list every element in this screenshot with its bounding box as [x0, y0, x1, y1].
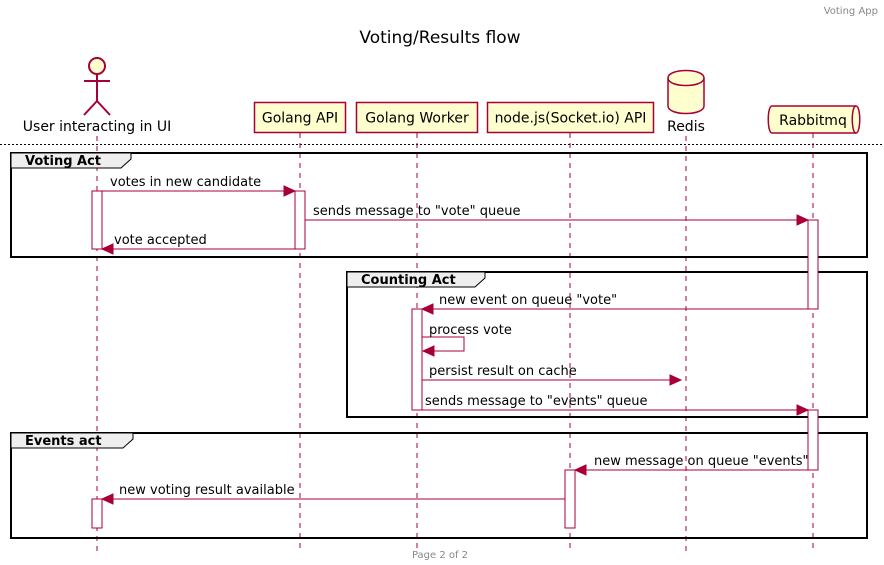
group-border	[10, 432, 868, 539]
actor-body	[83, 74, 111, 116]
group-title: Events act	[25, 434, 102, 449]
arrowhead	[100, 493, 114, 505]
message-label: new event on queue "vote"	[439, 293, 617, 308]
participant-box	[486, 101, 655, 134]
participant-label: node.js(Socket.io) API	[495, 111, 647, 127]
message-label: process vote	[429, 323, 512, 338]
arrowhead	[283, 185, 297, 197]
arrowhead	[796, 214, 810, 226]
message-label: vote accepted	[114, 233, 207, 248]
page-footer: Page 2 of 2	[412, 550, 468, 561]
message-arrow: process vote	[421, 323, 512, 357]
message-line	[422, 336, 465, 352]
participant-worker: Golang Worker	[355, 101, 479, 134]
message-arrow: sends message to "vote" queue	[305, 204, 810, 226]
participant-user: User interacting in UI	[23, 57, 171, 135]
message-label: votes in new candidate	[110, 175, 261, 190]
arrowhead	[669, 374, 683, 386]
group-border	[10, 152, 868, 258]
database-rim	[667, 77, 705, 87]
activation-bar	[564, 469, 576, 529]
message-label: new message on queue "events"	[594, 454, 809, 469]
message-arrow: new message on queue "events"	[573, 454, 809, 476]
participant-label: Redis	[667, 119, 705, 135]
group-frame: Counting Act	[346, 271, 868, 418]
participant-label: Golang Worker	[365, 111, 469, 127]
message-arrow: vote accepted	[100, 233, 295, 255]
participant-api: Golang API	[253, 101, 347, 134]
participant-redis: Redis	[667, 69, 705, 135]
group-title: Voting Act	[25, 154, 101, 169]
activation-bar	[91, 190, 103, 250]
diagram-title: Voting/Results flow	[359, 28, 520, 48]
arrowhead	[100, 243, 114, 255]
arrowhead	[573, 464, 587, 476]
message-arrow: persist result on cache	[422, 364, 683, 386]
queue-rim	[851, 105, 857, 134]
database-icon	[667, 69, 705, 115]
activation-bar	[807, 219, 819, 310]
group-tab	[346, 271, 486, 288]
participant-box	[253, 101, 347, 134]
message-label: sends message to "vote" queue	[313, 204, 520, 219]
participant-label: User interacting in UI	[23, 119, 171, 135]
message-arrow: new voting result available	[100, 483, 565, 505]
participant-box	[355, 101, 479, 134]
group-tab	[10, 432, 134, 449]
group-frame: Voting Act	[10, 152, 868, 258]
message-arrow: sends message to "events" queue	[422, 394, 810, 416]
arrowhead	[421, 345, 435, 357]
group-frame: Events act	[10, 432, 868, 539]
participant-label: Golang API	[262, 111, 338, 127]
participant-rabbit: Rabbitmq	[767, 105, 861, 134]
message-label: new voting result available	[119, 483, 295, 498]
activation-bar	[411, 308, 423, 411]
group-tab	[10, 152, 132, 169]
participant-socket: node.js(Socket.io) API	[486, 101, 655, 134]
group-title: Counting Act	[361, 273, 456, 288]
arrowhead	[796, 404, 810, 416]
app-name: Voting App	[824, 6, 878, 17]
participant-label: Rabbitmq	[779, 113, 847, 129]
message-label: sends message to "events" queue	[425, 394, 648, 409]
activation-bar	[294, 190, 306, 250]
group-border	[346, 271, 868, 418]
activation-bar	[91, 498, 103, 529]
actor-icon	[88, 57, 106, 75]
arrowhead	[420, 303, 434, 315]
activation-bar	[807, 409, 819, 471]
message-arrow: votes in new candidate	[102, 175, 297, 197]
message-arrow: new event on queue "vote"	[420, 293, 808, 315]
message-label: persist result on cache	[429, 364, 577, 379]
